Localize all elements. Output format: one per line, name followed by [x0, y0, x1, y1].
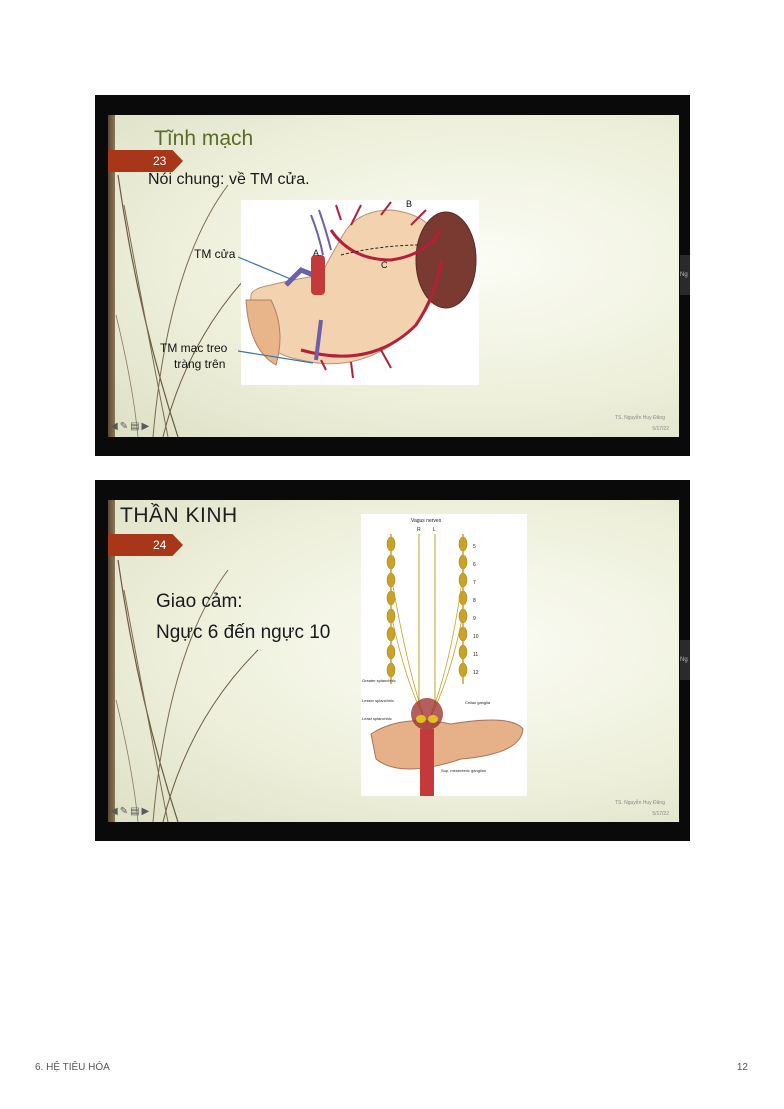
edge-tab: Ng	[680, 255, 690, 295]
edge-tab: Ng	[680, 640, 690, 680]
label-vagus: Vagus nerves	[411, 518, 442, 524]
prev-arrow-icon[interactable]: ◀	[110, 806, 118, 817]
slide-number-badge: 23	[108, 150, 183, 172]
pen-icon[interactable]: ✎	[119, 806, 129, 817]
slide-text-line-2: Ngực 6 đến ngực 10	[156, 622, 331, 643]
decorative-swoosh	[115, 559, 259, 822]
slide-left-bar	[108, 500, 115, 822]
level-7: 7	[473, 580, 476, 586]
label-a: A	[313, 248, 319, 258]
slide-text-line-1: Giao cảm:	[156, 591, 243, 612]
menu-icon[interactable]: ▤	[130, 806, 140, 817]
next-arrow-icon[interactable]: ▶	[141, 806, 150, 817]
decorative-swoosh	[115, 174, 259, 437]
slide-author: TS. Nguyễn Huy Đăng	[614, 800, 665, 806]
stomach-illustration: A B C	[241, 199, 479, 385]
slide-subtitle: Nói chung: về TM cửa.	[148, 171, 310, 188]
slide-number-badge: 24	[108, 534, 183, 556]
label-c: C	[381, 260, 388, 270]
level-6: 6	[473, 562, 476, 568]
sympathetic-nerve-diagram: Vagus nerves R L	[362, 518, 524, 796]
pointer-line-mesenteric	[238, 350, 314, 364]
slide-24: THẦN KINH 24 Giao cảm: Ngực 6 đến ngực 1…	[108, 500, 679, 822]
slide-frame-24: THẦN KINH 24 Giao cảm: Ngực 6 đến ngực 1…	[95, 480, 690, 841]
label-sup-mesenteric-ganglion: Sup. mesenteric ganglion	[441, 768, 486, 773]
label-l: L	[433, 527, 436, 533]
level-12: 12	[473, 670, 479, 676]
slide-frame-23: Tĩnh mạch 23 Nói chung: về TM cửa. A B C	[95, 95, 690, 456]
label-mesenteric-vein-1: TM mạc treo	[160, 341, 228, 355]
label-least-splanchnic: Least splanchnic	[362, 716, 392, 721]
slide-left-bar	[108, 115, 115, 437]
slide-date: 5/17/22	[652, 426, 669, 432]
label-mesenteric-vein-2: tràng trên	[174, 357, 226, 371]
level-10: 10	[473, 634, 479, 640]
next-arrow-icon[interactable]: ▶	[141, 421, 150, 432]
slide-title: THẦN KINH	[120, 504, 238, 527]
prev-arrow-icon[interactable]: ◀	[110, 421, 118, 432]
label-lesser-splanchnic: Lesser splanchnic	[362, 698, 394, 703]
level-5: 5	[473, 544, 476, 550]
pointer-line-portal	[238, 256, 294, 281]
slide-author: TS. Nguyễn Huy Đăng	[614, 415, 665, 421]
label-celiac-ganglia: Celiac ganglia	[465, 700, 491, 705]
level-8: 8	[473, 598, 476, 604]
nerve-illustration: Vagus nerves R L	[361, 514, 527, 796]
page-footer-chapter: 6. HỆ TIÊU HÓA	[35, 1062, 110, 1073]
level-9: 9	[473, 616, 476, 622]
label-greater-splanchnic: Greater splanchnic	[362, 678, 396, 683]
level-11: 11	[473, 652, 478, 658]
stomach-diagram: A B C	[245, 199, 477, 379]
label-portal-vein: TM cửa	[194, 247, 236, 261]
page-number: 12	[736, 1062, 748, 1073]
slide-title: Tĩnh mạch	[154, 127, 254, 150]
slide-nav-controls[interactable]: ◀ ✎ ▤ ▶	[110, 806, 149, 817]
menu-icon[interactable]: ▤	[130, 421, 140, 432]
pen-icon[interactable]: ✎	[119, 421, 129, 432]
slide-date: 5/17/22	[652, 811, 669, 817]
label-b: B	[406, 200, 412, 209]
label-r: R	[417, 527, 421, 533]
slide-23: Tĩnh mạch 23 Nói chung: về TM cửa. A B C	[108, 115, 679, 437]
slide-nav-controls[interactable]: ◀ ✎ ▤ ▶	[110, 421, 149, 432]
